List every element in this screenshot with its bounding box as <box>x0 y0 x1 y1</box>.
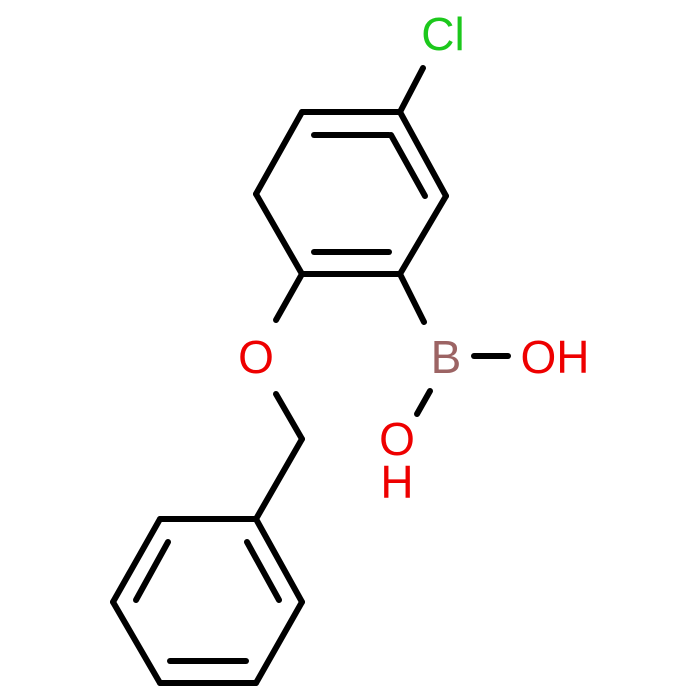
bond-ring2-inner-left <box>133 539 171 603</box>
hydroxyl-right-label: OH <box>521 331 590 383</box>
bond-ring1-c2-c3 <box>397 109 449 199</box>
atom-labels: Cl O B OH O H <box>238 8 589 508</box>
bond-o-ch2 <box>273 391 305 442</box>
bonds <box>110 65 511 686</box>
bond-c-o <box>273 271 305 323</box>
bond-ring1-c5-c6 <box>253 191 305 277</box>
bond-ring2-inner-right <box>244 539 282 603</box>
bond-b-oh-lower <box>414 388 433 417</box>
bond-c-b <box>397 271 427 325</box>
bond-ring1-inner-right <box>388 132 428 199</box>
bond-c-cl <box>397 65 426 115</box>
ether-oxygen-label: O <box>238 331 274 383</box>
bond-ring2-c6-c1 <box>253 516 305 605</box>
bond-ring2-c3-c4 <box>110 599 163 686</box>
bond-ring1-c3-c4 <box>397 193 449 277</box>
hydroxyl-lower-hydrogen-label: H <box>380 456 413 508</box>
bond-ring2-c2-c3 <box>110 516 163 605</box>
bond-ring1-c6-c1 <box>253 109 305 197</box>
boron-label: B <box>431 331 462 383</box>
bond-ch2-ring2 <box>253 436 305 522</box>
bond-ring2-c5-c6 <box>253 599 305 686</box>
hydroxyl-lower-oxygen-label: O <box>379 413 415 465</box>
chlorine-label: Cl <box>421 8 464 60</box>
